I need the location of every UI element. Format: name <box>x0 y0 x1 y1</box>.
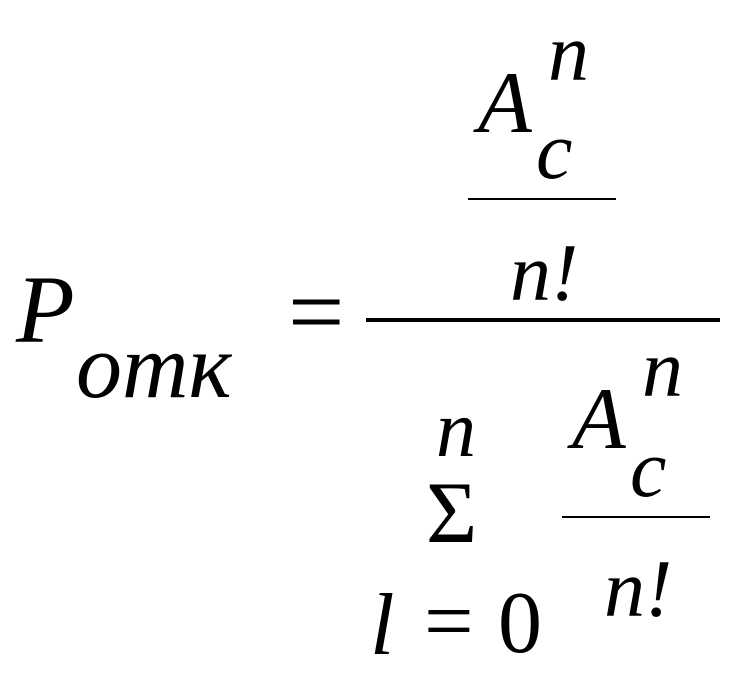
sum-upper-limit: n <box>436 386 476 474</box>
sum-lower-equals: = <box>424 573 474 670</box>
numerator-denominator: n! <box>510 227 579 318</box>
numerator-fraction-bar <box>468 198 616 200</box>
main-fraction-bar <box>366 318 720 322</box>
term-fraction-bar <box>562 516 710 518</box>
term-base: A <box>572 371 626 468</box>
sum-lower-variable: l <box>370 577 395 674</box>
equals-sign: = <box>288 256 345 367</box>
lhs-subscript: отк <box>76 315 232 417</box>
term-superscript: n <box>642 323 683 414</box>
sum-icon: Σ <box>426 465 478 562</box>
numerator-base: A <box>478 55 532 152</box>
term-denominator: n! <box>604 543 673 634</box>
numerator-subscript: c <box>536 105 573 196</box>
numerator-superscript: n <box>548 7 589 98</box>
term-subscript: c <box>630 423 667 514</box>
sum-lower-value: 0 <box>498 575 542 672</box>
lhs-symbol: P <box>16 256 75 363</box>
